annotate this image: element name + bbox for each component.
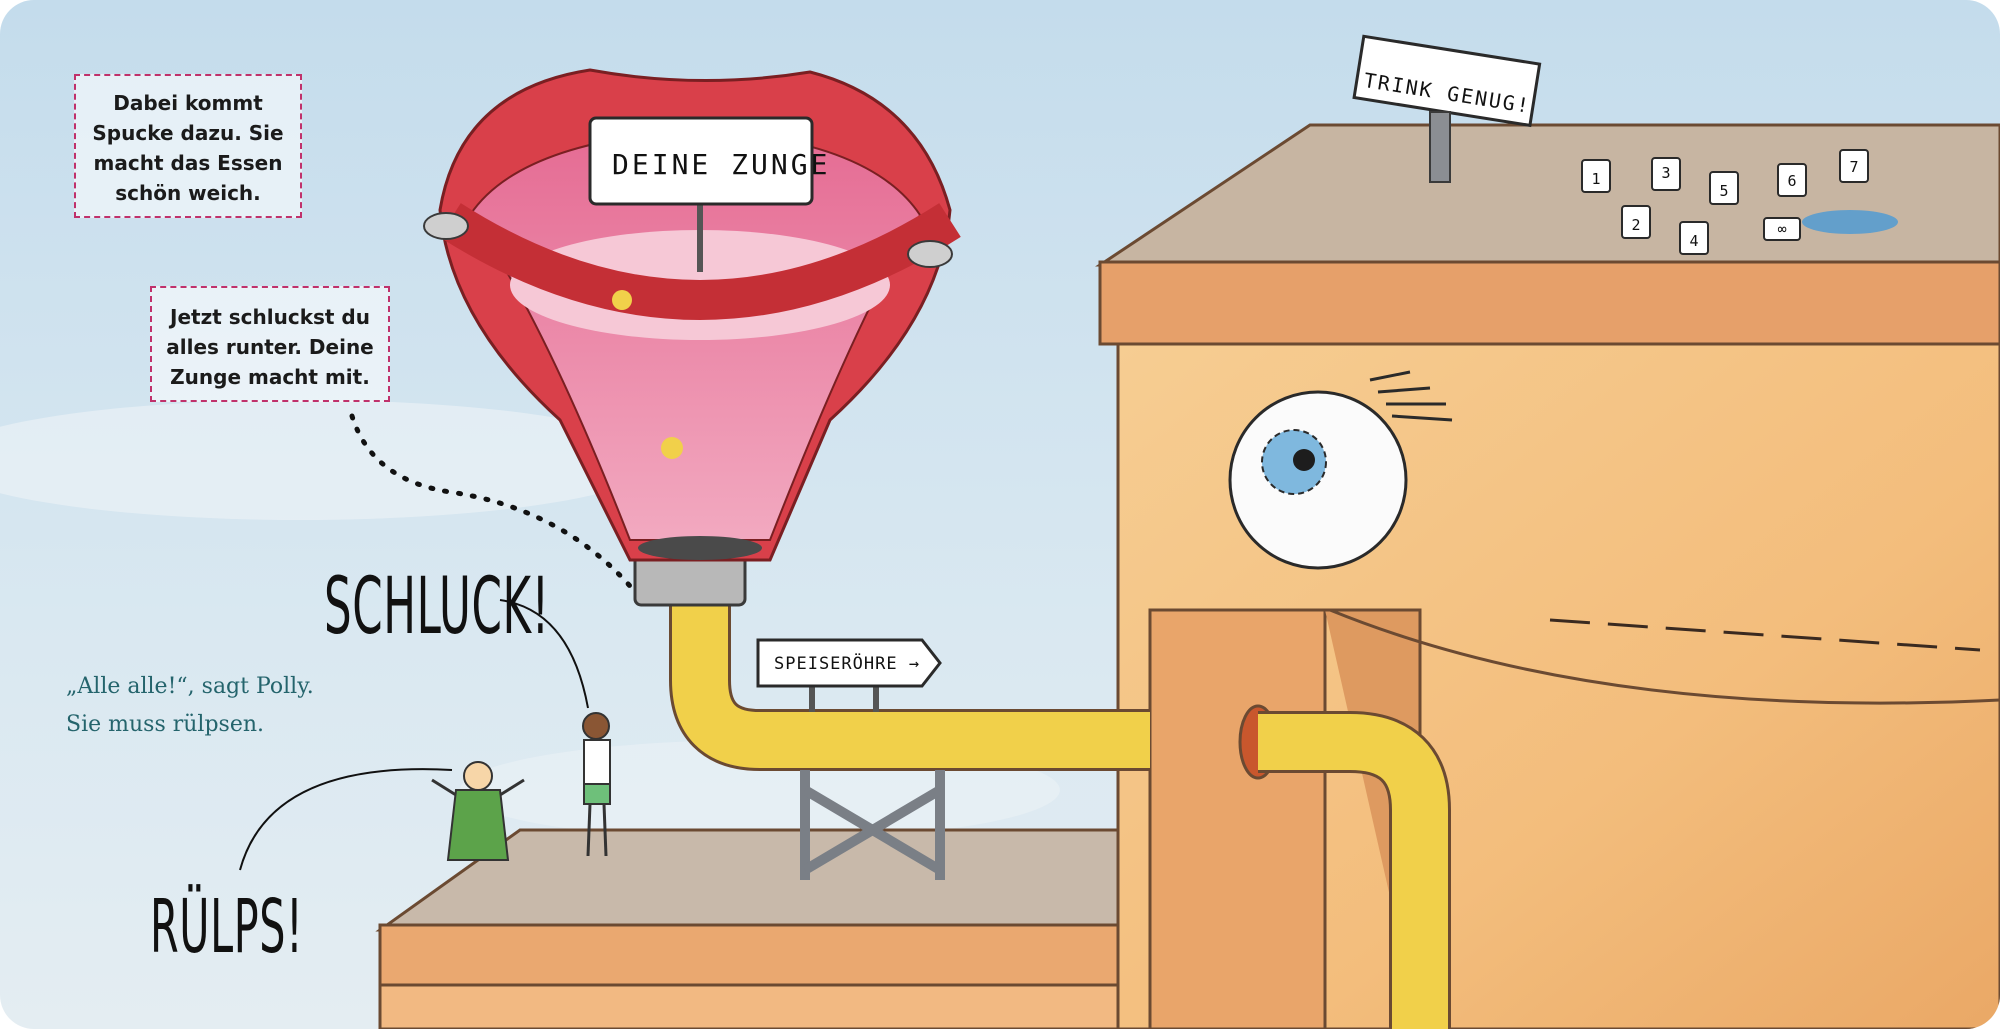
- note2-line: Jetzt schluckst du: [170, 305, 370, 329]
- pipe-stand: [800, 770, 945, 880]
- sign-speiseroehre: [756, 638, 942, 712]
- note1-line: Spucke dazu. Sie: [92, 121, 284, 145]
- sign-speiseroehre-text: SPEISERÖHRE →: [774, 654, 921, 674]
- spilled-water: [1802, 210, 1898, 234]
- svg-text:3: 3: [1661, 164, 1670, 182]
- svg-text:5: 5: [1719, 182, 1728, 200]
- cups: [1581, 149, 1869, 255]
- dotted-pointer: [349, 413, 633, 589]
- cup-numbers: 1 2 3 4 5 6 7 ∞: [1591, 158, 1858, 250]
- schluck-line: [499, 599, 589, 709]
- note-schlucken: Jetzt schluckst du alles runter. Deine Z…: [150, 286, 390, 402]
- note1-line: macht das Essen: [93, 151, 283, 175]
- note2-bold-word: Zunge: [170, 365, 242, 389]
- note-spucke: Dabei kommt Spucke dazu. Sie macht das E…: [74, 74, 302, 218]
- svg-text:∞: ∞: [1777, 220, 1786, 238]
- sign-zunge-text: DEINE ZUNGE: [612, 148, 831, 181]
- mouth-balloon: [423, 68, 961, 562]
- note2-line: Zunge macht mit.: [162, 362, 378, 392]
- sign-deine-zunge: [588, 116, 814, 272]
- schluck-sound: SCHLUCK!: [324, 562, 550, 652]
- note1-line: schön weich.: [115, 181, 261, 205]
- svg-text:4: 4: [1689, 232, 1698, 250]
- svg-text:6: 6: [1787, 172, 1796, 190]
- rulps-sound: RÜLPS!: [150, 884, 304, 970]
- sign-trink-genug: [1352, 34, 1542, 183]
- cloud-wash: [0, 400, 660, 520]
- eye: [1228, 370, 1453, 570]
- note1-line: Dabei kommt: [113, 91, 263, 115]
- svg-text:7: 7: [1849, 158, 1858, 176]
- note2-rest: macht mit.: [241, 365, 370, 389]
- esophagus-pipe: [669, 585, 1451, 1029]
- rulps-line: [239, 768, 453, 871]
- child-polly: [431, 761, 525, 861]
- quote-line: „Alle alle!“, sagt Polly.: [66, 674, 314, 699]
- quote-line: Sie muss rülpsen.: [66, 712, 264, 737]
- svg-text:2: 2: [1631, 216, 1640, 234]
- child-boy: [582, 712, 611, 857]
- note2-line: alles runter. Deine: [166, 335, 374, 359]
- polly-quote: „Alle alle!“, sagt Polly. Sie muss rülps…: [66, 668, 386, 744]
- head-building: [1095, 123, 2000, 1029]
- svg-text:1: 1: [1591, 170, 1600, 188]
